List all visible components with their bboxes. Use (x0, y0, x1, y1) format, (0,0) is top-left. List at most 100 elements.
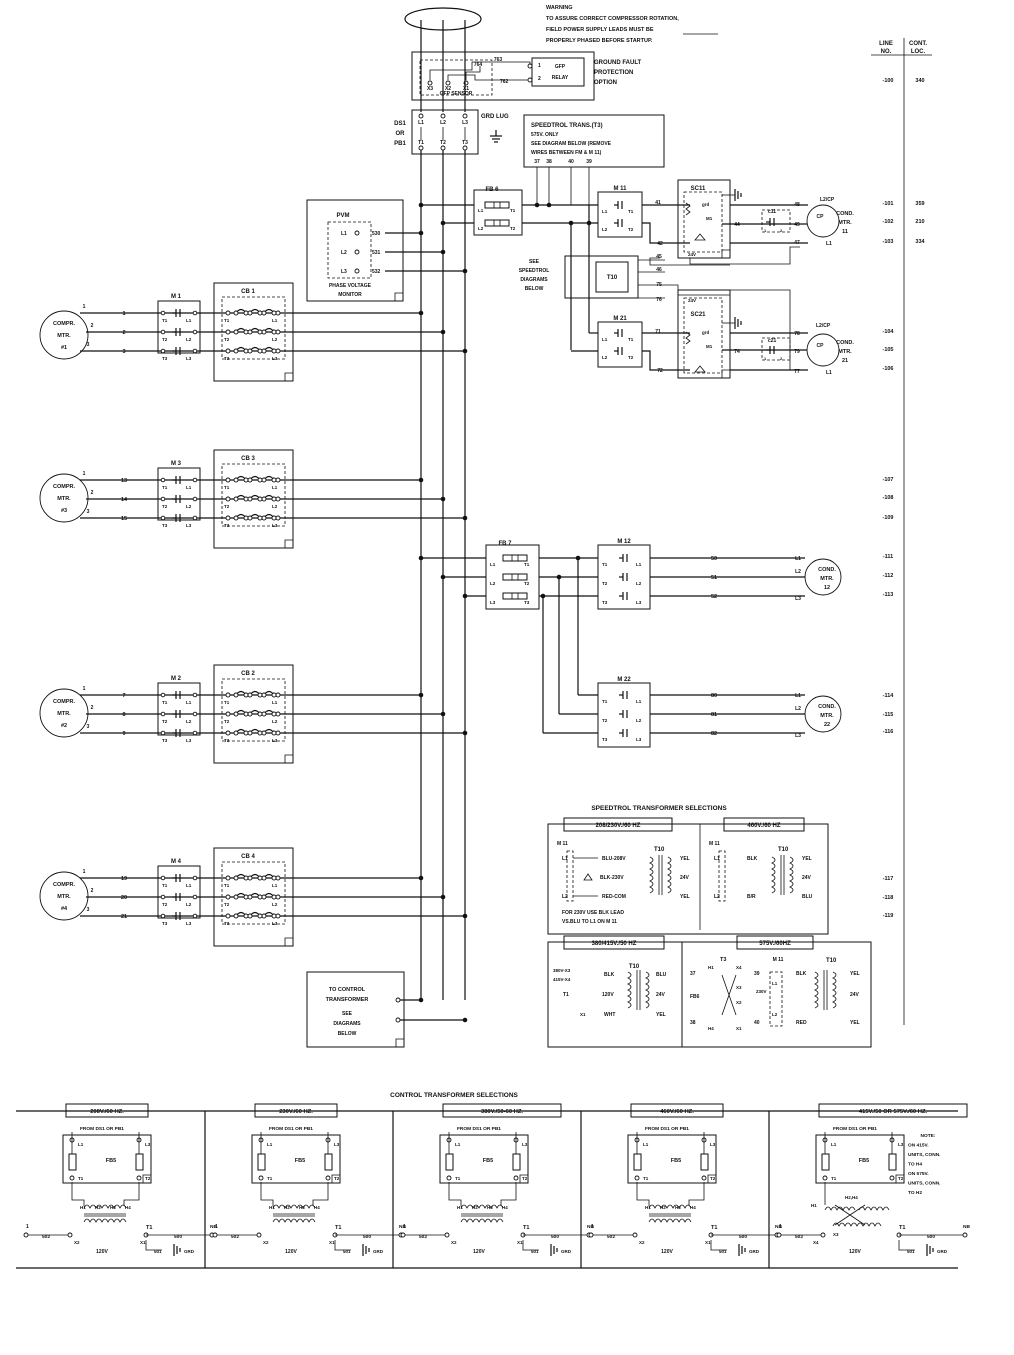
terminal (247, 730, 253, 736)
speedtrol-trans-text: SEE DIAGRAM BELOW (REMOVE (531, 141, 612, 147)
t1-label: T1 (523, 1225, 529, 1231)
cond-motor-11-text: MTR. (838, 220, 852, 226)
compressor-wire-no: 13 (121, 478, 127, 484)
terminal (225, 477, 231, 483)
contactor-box (157, 467, 201, 521)
line-number: -102 (882, 219, 893, 225)
compressor-motor (39, 871, 89, 921)
ctrl-wire-1: 1 (26, 1224, 29, 1230)
breaker-l: L1 (272, 883, 278, 888)
fb5-t: T2 (145, 1176, 151, 1181)
fb5-t: T1 (831, 1176, 837, 1181)
ctrl-grd: GRD (937, 1249, 948, 1254)
fb5-fuse (68, 1153, 77, 1171)
fb5-t: T2 (898, 1176, 904, 1181)
terminal (261, 477, 267, 483)
terminal (257, 875, 263, 881)
fb5-l: L1 (267, 1142, 273, 1147)
box-corner (895, 1174, 904, 1183)
cond-motor-22-text: 22 (824, 722, 830, 728)
compressor-motor-text: MTR. (57, 894, 71, 900)
warning-text: TO ASSURE CORRECT COMPRESSOR ROTATION, (546, 16, 679, 22)
t1-h: H4 (125, 1205, 131, 1210)
compressor-wire-no: 20 (121, 895, 127, 901)
terminal (822, 1175, 828, 1181)
breaker-label: CB 2 (241, 671, 255, 677)
t1-x: X2 (639, 1240, 645, 1245)
t1-primary-lead (71, 1182, 85, 1206)
terminal (233, 894, 239, 900)
fb5-fuse (700, 1153, 709, 1171)
terminal (440, 145, 446, 151)
line-header: LINE (879, 41, 893, 47)
contactor-l: L2 (186, 504, 192, 509)
sc11-m: M1 (706, 216, 713, 221)
compressor-wire-no: 2 (122, 330, 125, 336)
cond-motor-11 (806, 204, 840, 238)
sel-d-x: X4 (736, 965, 742, 970)
terminal (243, 477, 249, 483)
terminal (247, 310, 253, 316)
fb5-l: L1 (831, 1142, 837, 1147)
terminal (889, 1175, 895, 1181)
sel-b-sec: BLU (802, 894, 813, 900)
breaker-t: T2 (224, 504, 230, 509)
ctrl-wire-502: 502 (42, 1234, 50, 1240)
terminal (275, 496, 281, 502)
t1-h: H3 (675, 1205, 681, 1210)
box-corner (721, 249, 730, 258)
terminal (445, 80, 451, 86)
terminal (192, 894, 198, 900)
line-number: -109 (882, 515, 893, 521)
terminal (261, 515, 267, 521)
breaker-l: L1 (272, 485, 278, 490)
m12-wire: 52 (711, 594, 717, 600)
terminal (233, 310, 239, 316)
compressor-wire-no: 9 (122, 731, 125, 737)
ds1-bottom: T1 (418, 140, 424, 146)
ctrl-501-lead (522, 1240, 539, 1251)
m11-t: T2 (628, 227, 634, 232)
terminal (247, 515, 253, 521)
t1-primary-lead (500, 1182, 517, 1206)
fb5-label: FB5 (859, 1158, 869, 1164)
t1-h: H1 (811, 1203, 817, 1208)
sel-c-wire: WHT (604, 1012, 615, 1018)
compressor-wire-no: 3 (122, 349, 125, 355)
compressor-motor (39, 310, 89, 360)
sel-d-wire: 39 (754, 971, 760, 977)
speedtrol-wire-no: 39 (586, 159, 592, 165)
terminal (261, 329, 267, 335)
compressor-motor-text: COMPR. (53, 699, 75, 705)
sc11-grd: grd (702, 202, 710, 207)
control-note: UNITS, CONN. (908, 1181, 941, 1187)
to-control-title: TO CONTROL (329, 987, 366, 993)
ctrl-501-lead (145, 1240, 162, 1251)
m12-t: T3 (602, 600, 608, 605)
sel-d-t3: T3 (720, 957, 726, 963)
fb5-l: L1 (455, 1142, 461, 1147)
phase-number: 1 (83, 304, 86, 310)
m12-wire: 51 (711, 575, 717, 581)
terminal (233, 875, 239, 881)
terminal (257, 515, 263, 521)
terminal (271, 692, 277, 698)
sel-b-secondary (789, 856, 794, 894)
junction-dot (418, 230, 424, 236)
line-number: -112 (883, 573, 894, 579)
control-tab-label: 230V./60 HZ. (279, 1109, 313, 1115)
ds1-label: OR (396, 131, 406, 137)
breaker-l: L2 (272, 504, 278, 509)
t1-primary (460, 1204, 504, 1209)
terminal (160, 913, 166, 919)
t1-h: H3 (110, 1205, 116, 1210)
terminal (225, 730, 231, 736)
sc21-label: SC21 (690, 312, 706, 318)
sc21-wire: 75 (656, 282, 662, 288)
terminal (527, 63, 533, 69)
breaker-box (213, 282, 294, 382)
sel-b-l2: L2 (714, 894, 720, 900)
contactor-l: L1 (186, 485, 192, 490)
fb5-l: L3 (334, 1142, 340, 1147)
contactor-l: L2 (186, 337, 192, 342)
